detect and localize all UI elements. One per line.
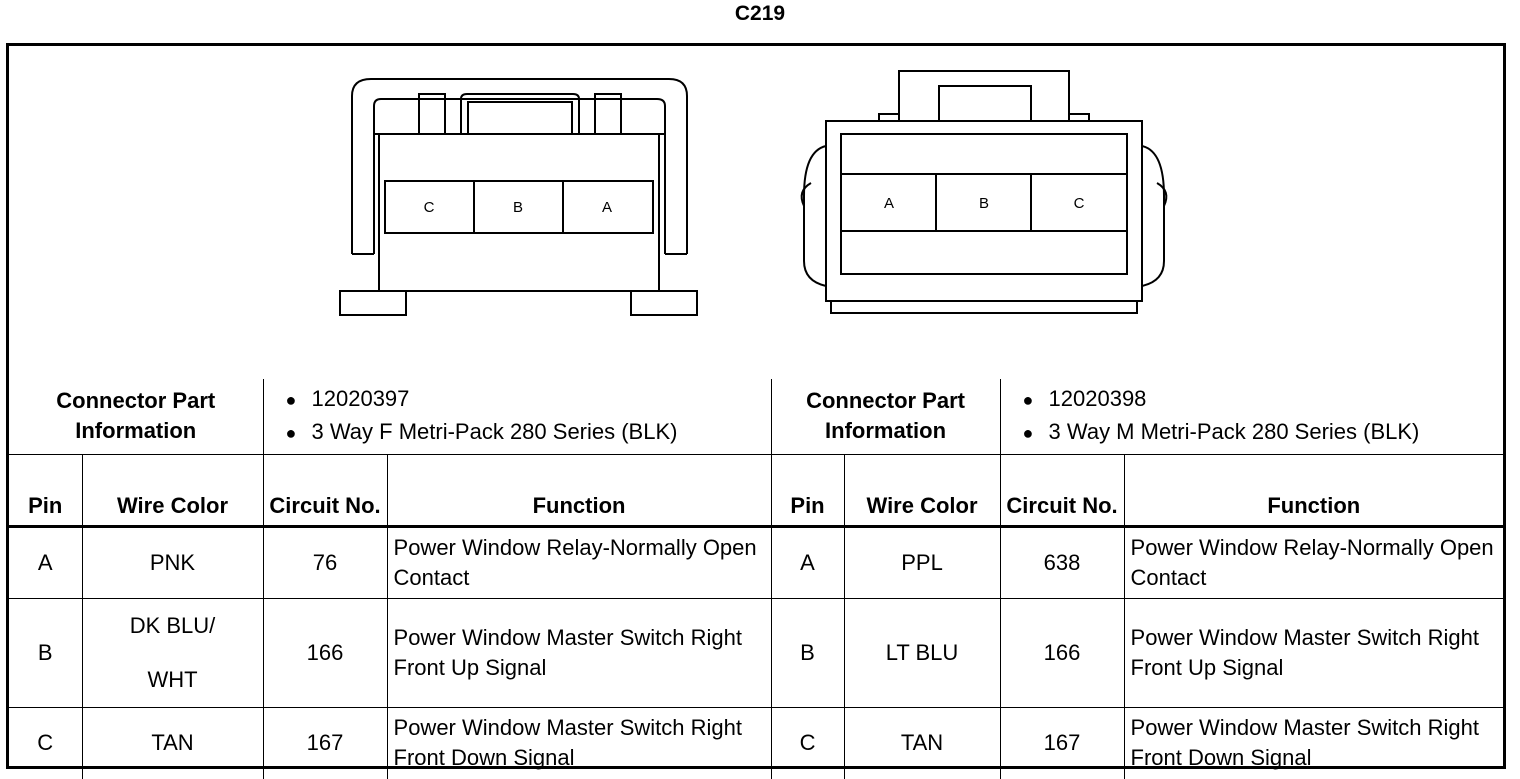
- header-wire-color: Wire Color: [843, 453, 1001, 527]
- female-cavity-labels: C B A: [424, 199, 612, 216]
- male-connector-drawing: [800, 70, 1168, 314]
- connector-part-label: Connector Part Information: [770, 379, 1001, 455]
- wire-color-cell: DK BLU/ WHT: [81, 597, 264, 708]
- pinout-table: Connector Part Information 12020397 3 Wa…: [9, 379, 1504, 779]
- header-circuit-no: Circuit No.: [262, 453, 388, 527]
- table-row: A PNK 76 Power Window Relay-Normally Ope…: [9, 524, 1504, 599]
- pin-cell: A: [9, 524, 83, 599]
- wire-color-cell: PPL: [843, 524, 1001, 599]
- circuit-cell: 638: [999, 524, 1125, 599]
- cavity-label: A: [602, 199, 612, 216]
- wire-color-cell: TAN: [843, 706, 1001, 779]
- header-circuit-no: Circuit No.: [999, 453, 1125, 527]
- pin-cell: B: [770, 597, 845, 708]
- pin-cell: B: [9, 597, 83, 708]
- pin-cell: C: [9, 706, 83, 779]
- circuit-cell: 167: [999, 706, 1125, 779]
- part-number: 12020397: [286, 383, 771, 416]
- function-cell: Power Window Master Switch Right Front U…: [386, 597, 772, 708]
- cavity-label: C: [1074, 195, 1085, 212]
- function-cell: Power Window Master Switch Right Front D…: [386, 706, 772, 779]
- part-description: 3 Way F Metri-Pack 280 Series (BLK): [286, 416, 771, 449]
- part-description: 3 Way M Metri-Pack 280 Series (BLK): [1023, 416, 1504, 449]
- connector-part-label: Connector Part Information: [9, 379, 264, 455]
- circuit-cell: 167: [262, 706, 388, 779]
- header-function: Function: [1123, 453, 1504, 527]
- header-pin: Pin: [770, 453, 845, 527]
- table-row: B DK BLU/ WHT 166 Power Window Master Sw…: [9, 597, 1504, 708]
- table-row: C TAN 167 Power Window Master Switch Rig…: [9, 706, 1504, 779]
- connector-part-info: 12020397 3 Way F Metri-Pack 280 Series (…: [262, 379, 772, 455]
- cavity-label: B: [979, 195, 989, 212]
- part-number: 12020398: [1023, 383, 1504, 416]
- function-cell: Power Window Master Switch Right Front U…: [1123, 597, 1504, 708]
- pin-cell: C: [770, 706, 845, 779]
- header-function: Function: [386, 453, 772, 527]
- circuit-cell: 76: [262, 524, 388, 599]
- pin-cell: A: [770, 524, 845, 599]
- function-cell: Power Window Relay-Normally Open Contact: [1123, 524, 1504, 599]
- connector-frame: C B A A B C: [6, 43, 1506, 779]
- header-wire-color: Wire Color: [81, 453, 264, 527]
- header-pin: Pin: [9, 453, 83, 527]
- function-cell: Power Window Relay-Normally Open Contact: [386, 524, 772, 599]
- circuit-cell: 166: [262, 597, 388, 708]
- cavity-label: A: [884, 195, 894, 212]
- female-connector-drawing: [339, 78, 698, 316]
- cavity-label: B: [513, 199, 523, 216]
- wire-color-cell: PNK: [81, 524, 264, 599]
- connector-part-info: 12020398 3 Way M Metri-Pack 280 Series (…: [999, 379, 1504, 455]
- wire-color-cell: TAN: [81, 706, 264, 779]
- wire-color-cell: LT BLU: [843, 597, 1001, 708]
- function-cell: Power Window Master Switch Right Front D…: [1123, 706, 1504, 779]
- cavity-label: C: [424, 199, 435, 216]
- connector-drawings: C B A A B C: [339, 70, 1168, 316]
- diagram-title: C219: [734, 2, 786, 25]
- circuit-cell: 166: [999, 597, 1125, 708]
- male-cavity-labels: A B C: [884, 195, 1085, 212]
